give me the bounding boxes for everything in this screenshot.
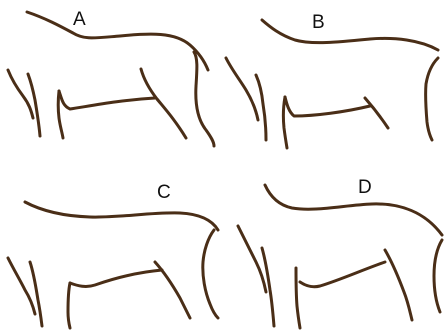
- panel-b-outline: [226, 20, 438, 148]
- panel-d-tail: [434, 240, 442, 312]
- panel-b-chest: [226, 58, 258, 120]
- panel-b-label: B: [312, 13, 325, 32]
- panel-b-hindleg-front: [365, 98, 388, 128]
- panel-a-hindleg-front: [141, 69, 186, 138]
- panel-c-foreleg-front: [30, 262, 42, 326]
- panel-b-topline: [262, 20, 438, 50]
- panel-c-belly: [70, 270, 162, 286]
- panel-c-label: C: [157, 183, 171, 202]
- panel-d-belly: [300, 262, 385, 287]
- panel-a-topline: [27, 12, 208, 70]
- panel-d-chest: [238, 226, 266, 292]
- panel-b-tail: [426, 58, 438, 140]
- panel-c-topline: [25, 202, 218, 230]
- panel-a-tail: [194, 52, 214, 146]
- panel-a-label: A: [73, 10, 86, 29]
- panel-d-outline: [238, 185, 442, 328]
- panel-c-tail: [203, 230, 218, 318]
- panel-a-belly: [59, 91, 155, 109]
- panel-a-outline: [8, 12, 214, 146]
- panel-b-belly: [285, 97, 370, 116]
- panel-d-foreleg-back: [296, 268, 300, 328]
- panel-b-foreleg-front: [256, 75, 266, 140]
- panel-c-foreleg-back: [68, 283, 70, 328]
- panel-c-outline: [8, 202, 218, 328]
- panel-d-topline: [265, 185, 442, 235]
- panel-d-label: D: [358, 178, 372, 197]
- panel-d-hindleg-front: [385, 250, 412, 320]
